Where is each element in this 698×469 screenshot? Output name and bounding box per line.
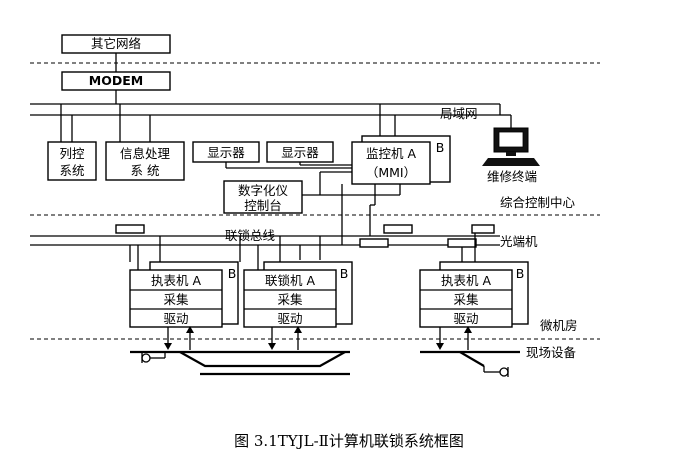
digital-console-box (223, 180, 303, 214)
monitor-a-label: 监控机 A (366, 146, 416, 161)
interlock-unit (243, 269, 337, 328)
meter-unit-1 (129, 269, 223, 328)
monitor-box-a (351, 141, 431, 185)
modem-label: MODEM (89, 73, 143, 88)
display-label-1: 显示器 (207, 145, 245, 160)
optical-module-4 (447, 238, 477, 248)
info-processing-label-1: 信息处理 (120, 146, 171, 161)
figure-caption: 图 3.1TYJL-Ⅱ计算机联锁系统框图 (234, 432, 464, 450)
route-control-label-2: 系统 (59, 163, 84, 178)
optical-module-1 (115, 224, 145, 234)
optical-module-3 (359, 238, 389, 248)
drive-2-label: 驱动 (277, 311, 302, 326)
drive-3-label: 驱动 (453, 311, 478, 326)
optical-module-2 (383, 224, 413, 234)
route-control-label-1: 列控 (59, 146, 85, 161)
monitor-b-label: B (436, 140, 445, 155)
meter-a-1-label: 执表机 A (151, 273, 201, 288)
meter-unit-2 (419, 269, 513, 328)
interlock-a-label: 联锁机 A (265, 273, 315, 288)
interlock-b-label: B (340, 266, 349, 281)
optical-module-5 (471, 224, 495, 234)
digital-console-label-1: 数字化仪 (238, 183, 289, 198)
track-layout (130, 350, 350, 376)
other-network-label: 其它网络 (91, 36, 142, 51)
route-control-box (47, 141, 97, 181)
control-center-label: 综合控制中心 (500, 195, 576, 210)
digital-console-label-2: 控制台 (244, 198, 282, 213)
interlock-bus-label: 联锁总线 (225, 228, 276, 243)
collect-2-label: 采集 (277, 292, 303, 307)
collect-1-label: 采集 (163, 292, 189, 307)
collect-3-label: 采集 (453, 292, 479, 307)
info-processing-label-2: 系 统 (131, 163, 160, 178)
lan-label: 局域网 (440, 106, 478, 121)
drive-1-label: 驱动 (163, 311, 188, 326)
io-arrows (164, 326, 472, 350)
switch-layout (420, 350, 520, 377)
maintenance-terminal-label: 维修终端 (487, 169, 537, 184)
meter-b-2-label: B (516, 266, 525, 281)
optical-terminal-label: 光端机 (500, 234, 538, 249)
meter-b-1-label: B (228, 266, 237, 281)
info-processing-box (105, 141, 185, 181)
display-label-2: 显示器 (281, 145, 319, 160)
meter-a-2-label: 执表机 A (441, 273, 491, 288)
monitor-mmi-label: （MMI） (366, 165, 416, 180)
computer-icon (482, 127, 540, 166)
micro-room-label: 微机房 (540, 318, 578, 333)
field-equipment-label: 现场设备 (526, 345, 577, 360)
